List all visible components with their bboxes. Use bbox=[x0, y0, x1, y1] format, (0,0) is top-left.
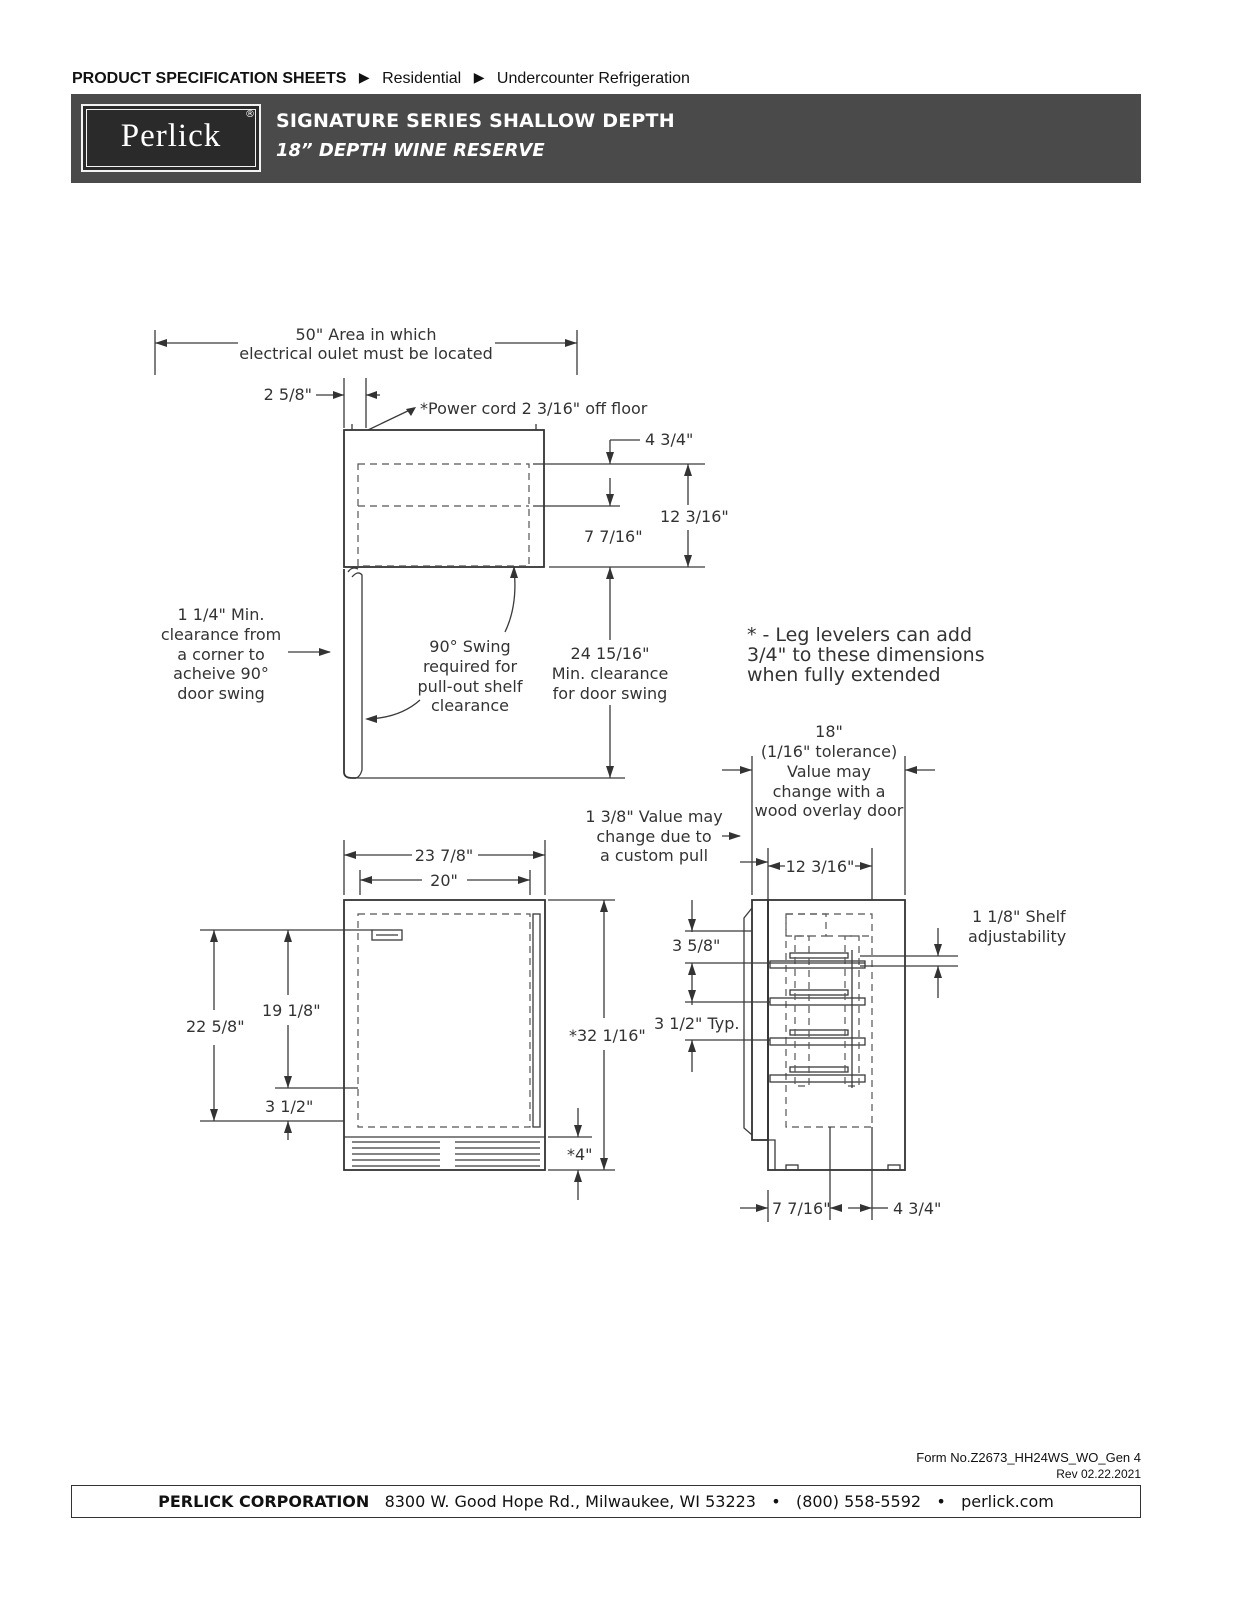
pull-note-label: 1 3/8" Value may bbox=[585, 807, 722, 826]
corner-clearance-label: acheive 90° bbox=[173, 664, 269, 683]
bullet-separator: • bbox=[771, 1492, 781, 1511]
swing-note-label: pull-out shelf bbox=[418, 677, 523, 696]
leg-leveler-note: * - Leg levelers can add 3/4" to these d… bbox=[747, 624, 985, 686]
breadcrumb: PRODUCT SPECIFICATION SHEETS ▶ Residenti… bbox=[72, 69, 690, 88]
depth-note-label: change with a bbox=[773, 782, 886, 801]
door-swing-clearance-label: Min. clearance bbox=[552, 664, 669, 683]
registered-mark: ® bbox=[245, 109, 255, 120]
breadcrumb-undercounter[interactable]: Undercounter Refrigeration bbox=[496, 70, 690, 87]
breadcrumb-arrow-icon: ▶ bbox=[473, 69, 485, 85]
height-3-1-2-label: 3 1/2" bbox=[265, 1097, 313, 1116]
shelf-top-3-5-8-label: 3 5/8" bbox=[672, 936, 720, 955]
shelf-spacing-label: 3 1/2" Typ. bbox=[654, 1014, 739, 1033]
shelf bbox=[769, 1029, 866, 1046]
bottom-4-3-4-label: 4 3/4" bbox=[893, 1199, 941, 1218]
depth-note-label: wood overlay door bbox=[755, 801, 904, 820]
page-title: SIGNATURE SERIES SHALLOW DEPTH bbox=[276, 110, 675, 132]
bottom-7-7-16-label: 7 7/16" bbox=[772, 1199, 831, 1218]
outlet-area-label: electrical oulet must be located bbox=[239, 344, 493, 363]
depth-note-label: 18" bbox=[815, 722, 843, 741]
corner-clearance-label: door swing bbox=[177, 684, 265, 703]
corner-clearance-label: a corner to bbox=[177, 645, 264, 664]
revision-date: Rev 02.22.2021 bbox=[1056, 1467, 1141, 1481]
door-swing-clearance-label: for door swing bbox=[553, 684, 668, 703]
header-banner: Perlick ® SIGNATURE SERIES SHALLOW DEPTH… bbox=[71, 94, 1141, 183]
shelf-adjust-label: 1 1/8" Shelf bbox=[972, 907, 1066, 926]
depth-note-label: Value may bbox=[787, 762, 871, 781]
breadcrumb-section[interactable]: PRODUCT SPECIFICATION SHEETS bbox=[72, 70, 347, 87]
corner-clearance-label: 1 1/4" Min. bbox=[178, 605, 265, 624]
leg-note-line: when fully extended bbox=[747, 664, 941, 686]
company-website-link[interactable]: perlick.com bbox=[961, 1492, 1054, 1511]
shelf bbox=[769, 952, 866, 969]
swing-note-label: 90° Swing bbox=[429, 637, 510, 656]
pull-note-label: change due to bbox=[596, 827, 711, 846]
company-phone[interactable]: (800) 558-5592 bbox=[795, 1492, 922, 1511]
company-address: 8300 W. Good Hope Rd., Milwaukee, WI 532… bbox=[384, 1492, 756, 1511]
bottle-outlines bbox=[794, 935, 860, 1088]
top-view: 50" Area in which electrical oulet must … bbox=[154, 325, 729, 779]
corner-clearance-label: clearance from bbox=[161, 625, 281, 644]
outlet-area-label: 50" Area in which bbox=[296, 325, 437, 344]
top-12-3-16-label: 12 3/16" bbox=[660, 507, 729, 526]
pull-note-label: a custom pull bbox=[600, 846, 708, 865]
form-number: Form No.Z2673_HH24WS_WO_Gen 4 bbox=[916, 1450, 1141, 1465]
perlick-logo: Perlick ® bbox=[81, 104, 261, 172]
leg-note-line: * - Leg levelers can add bbox=[747, 624, 972, 646]
page-subtitle: 18” DEPTH WINE RESERVE bbox=[276, 140, 545, 161]
shelf-adjust-label: adjustability bbox=[968, 927, 1066, 946]
height-22-5-8-label: 22 5/8" bbox=[186, 1017, 245, 1036]
height-19-1-8-label: 19 1/8" bbox=[262, 1001, 321, 1020]
height-total-label: *32 1/16" bbox=[569, 1026, 646, 1045]
logo-text: Perlick bbox=[120, 118, 222, 154]
top-7-7-16-label: 7 7/16" bbox=[584, 527, 643, 546]
cord-offset-label: 2 5/8" bbox=[264, 385, 312, 404]
footer-contact: PERLICK CORPORATION 8300 W. Good Hope Rd… bbox=[71, 1485, 1141, 1518]
width-inner-label: 20" bbox=[430, 871, 458, 890]
bullet-separator: • bbox=[936, 1492, 946, 1511]
swing-note-label: required for bbox=[423, 657, 518, 676]
door-swing-clearance-label: 24 15/16" bbox=[571, 644, 650, 663]
top-4-3-4-label: 4 3/4" bbox=[645, 430, 693, 449]
side-12-3-16-label: 12 3/16" bbox=[786, 857, 855, 876]
power-cord-label: *Power cord 2 3/16" off floor bbox=[420, 399, 648, 418]
leg-note-line: 3/4" to these dimensions bbox=[747, 644, 985, 666]
side-view: 18" (1/16" tolerance) Value may change w… bbox=[585, 722, 1066, 1222]
front-grille bbox=[352, 1141, 540, 1167]
logo-inner-border bbox=[86, 109, 256, 167]
shelf bbox=[769, 1066, 866, 1083]
width-overall-label: 23 7/8" bbox=[415, 846, 474, 865]
breadcrumb-residential[interactable]: Residential bbox=[382, 70, 462, 87]
swing-note-label: clearance bbox=[431, 696, 509, 715]
breadcrumb-arrow-icon: ▶ bbox=[358, 69, 370, 85]
base-height-label: *4" bbox=[567, 1145, 593, 1164]
shelf bbox=[769, 989, 866, 1006]
front-view: 23 7/8" 20" 22 5/8" bbox=[186, 840, 646, 1200]
company-name: PERLICK CORPORATION bbox=[158, 1492, 370, 1511]
depth-note-label: (1/16" tolerance) bbox=[761, 742, 897, 761]
